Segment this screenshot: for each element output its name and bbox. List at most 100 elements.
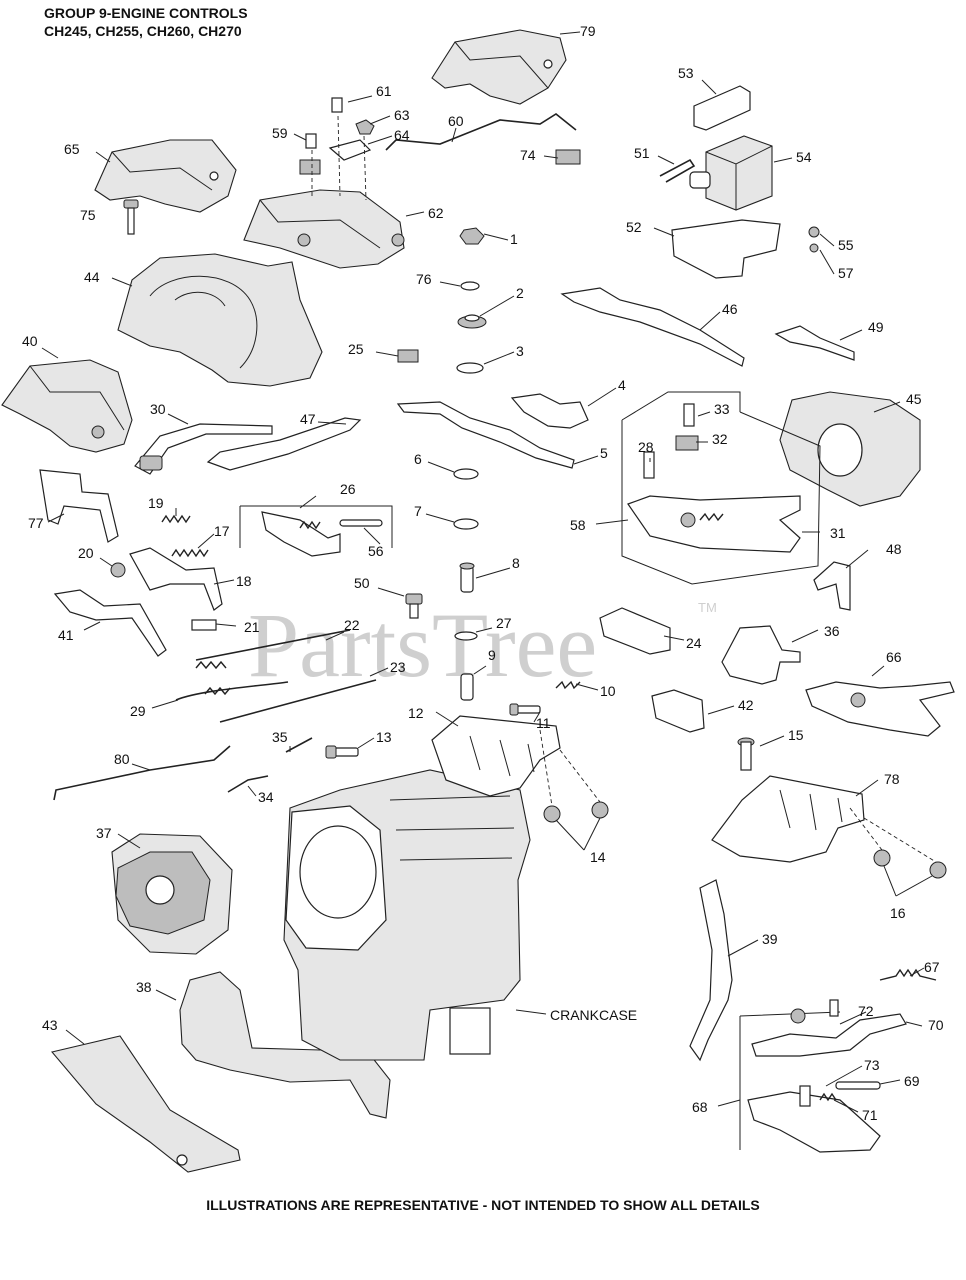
callout-67: 67 bbox=[924, 959, 940, 975]
part-61-screw bbox=[331, 97, 343, 113]
part-63-nut bbox=[355, 119, 375, 135]
callout-17: 17 bbox=[214, 523, 230, 539]
part-47-lever bbox=[206, 417, 362, 471]
callout-49: 49 bbox=[868, 319, 884, 335]
callout-44: 44 bbox=[84, 269, 100, 285]
part-48-bracket bbox=[813, 561, 851, 611]
part-74-clip bbox=[555, 149, 581, 165]
callout-46: 46 bbox=[722, 301, 738, 317]
callout-63: 63 bbox=[394, 107, 410, 123]
callout-35: 35 bbox=[272, 729, 288, 745]
part-80-rod bbox=[53, 745, 231, 801]
callout-15: 15 bbox=[788, 727, 804, 743]
callout-16: 16 bbox=[890, 905, 906, 921]
callout-22: 22 bbox=[344, 617, 360, 633]
footer-disclaimer: ILLUSTRATIONS ARE REPRESENTATIVE - NOT I… bbox=[206, 1197, 760, 1213]
callout-19: 19 bbox=[148, 495, 164, 511]
part-14-dash bbox=[539, 729, 601, 807]
part-37-cover bbox=[111, 833, 233, 955]
part-66-control bbox=[805, 681, 955, 737]
callout-34: 34 bbox=[258, 789, 274, 805]
callout-80: 80 bbox=[114, 751, 130, 767]
callout-56: 56 bbox=[368, 543, 384, 559]
part-17-spring bbox=[171, 548, 209, 558]
callout-41: 41 bbox=[58, 627, 74, 643]
callout-12: 12 bbox=[408, 705, 424, 721]
callout-76: 76 bbox=[416, 271, 432, 287]
part-19-spring bbox=[161, 514, 191, 524]
part-2-bushing bbox=[457, 314, 487, 329]
hardware-dash-lines bbox=[311, 115, 367, 201]
callout-45: 45 bbox=[906, 391, 922, 407]
callout-75: 75 bbox=[80, 207, 96, 223]
callout-57: 57 bbox=[838, 265, 854, 281]
callout-18: 18 bbox=[236, 573, 252, 589]
part-60-cable bbox=[385, 113, 577, 151]
callout-21: 21 bbox=[244, 619, 260, 635]
callout-65: 65 bbox=[64, 141, 80, 157]
part-21-pin bbox=[191, 619, 217, 631]
callout-53: 53 bbox=[678, 65, 694, 81]
part-28-screw bbox=[643, 451, 655, 479]
callout-48: 48 bbox=[886, 541, 902, 557]
callout-7: 7 bbox=[414, 503, 422, 519]
callout-71: 71 bbox=[862, 1107, 878, 1123]
callout-4: 4 bbox=[618, 377, 626, 393]
callout-6: 6 bbox=[414, 451, 422, 467]
part-62-air-guide bbox=[243, 189, 405, 269]
callout-28: 28 bbox=[638, 439, 654, 455]
callout-2: 2 bbox=[516, 285, 524, 301]
part-59-clip bbox=[299, 159, 321, 175]
callout-25: 25 bbox=[348, 341, 364, 357]
part-1-nut bbox=[459, 227, 485, 245]
watermark-tm: TM bbox=[698, 600, 717, 615]
callout-39: 39 bbox=[762, 931, 778, 947]
callout-5: 5 bbox=[600, 445, 608, 461]
part-36-bracket bbox=[721, 625, 801, 685]
part-18-lever bbox=[129, 547, 223, 611]
callout-24: 24 bbox=[686, 635, 702, 651]
callout-31: 31 bbox=[830, 525, 846, 541]
part-44-shroud bbox=[117, 253, 323, 387]
callout-29: 29 bbox=[130, 703, 146, 719]
part-34-link bbox=[227, 775, 269, 793]
callout-37: 37 bbox=[96, 825, 112, 841]
diagram-title: GROUP 9-ENGINE CONTROLS bbox=[44, 5, 248, 21]
callout-1: 1 bbox=[510, 231, 518, 247]
part-45-housing bbox=[779, 391, 921, 507]
callout-30: 30 bbox=[150, 401, 166, 417]
part-59-screw bbox=[305, 133, 317, 149]
part-14-nut-a bbox=[543, 805, 561, 823]
part-9-shaft bbox=[460, 673, 474, 701]
part-68-control-group bbox=[739, 999, 907, 1153]
part-79-air-guide bbox=[431, 29, 567, 105]
callout-36: 36 bbox=[824, 623, 840, 639]
part-22-link bbox=[195, 629, 351, 661]
part-67-spring bbox=[879, 968, 937, 981]
callout-59: 59 bbox=[272, 125, 288, 141]
callout-50: 50 bbox=[354, 575, 370, 591]
callout-8: 8 bbox=[512, 555, 520, 571]
part-25-clip bbox=[397, 349, 419, 363]
callout-42: 42 bbox=[738, 697, 754, 713]
part-49-bracket bbox=[774, 325, 855, 361]
part-50-bolt bbox=[405, 593, 423, 619]
callout-61: 61 bbox=[376, 83, 392, 99]
part-14-nut-b bbox=[591, 801, 609, 819]
callout-26: 26 bbox=[340, 481, 356, 497]
part-20-nut bbox=[110, 562, 126, 578]
part-46-lever bbox=[560, 287, 745, 367]
part-22-spring bbox=[195, 660, 227, 670]
part-10-spring bbox=[555, 680, 581, 690]
callout-10: 10 bbox=[600, 683, 616, 699]
callout-40: 40 bbox=[22, 333, 38, 349]
part-42-plate bbox=[651, 689, 705, 733]
part-43-shield bbox=[51, 1035, 241, 1173]
part-41-bracket bbox=[53, 589, 167, 657]
part-64-plate bbox=[328, 139, 372, 161]
part-13-bolt bbox=[325, 745, 359, 759]
callout-70: 70 bbox=[928, 1017, 944, 1033]
part-16-nut-a bbox=[873, 849, 891, 867]
part-38-air-guide bbox=[179, 971, 391, 1119]
part-52-bracket bbox=[671, 219, 781, 279]
